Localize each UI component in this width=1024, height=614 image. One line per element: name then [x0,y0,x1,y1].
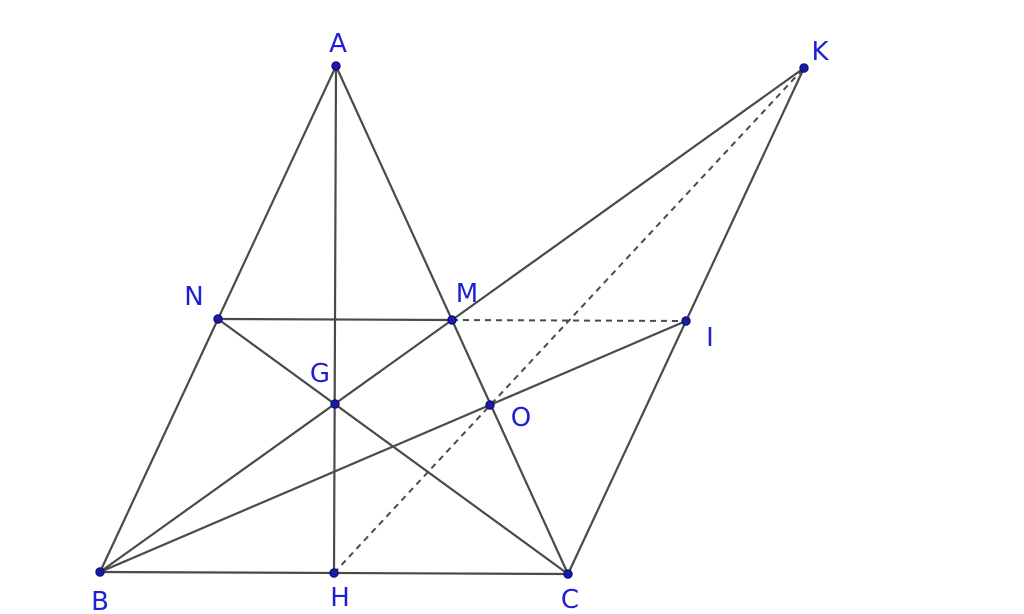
point-label-i: I [706,323,714,353]
segment-bi [98,319,688,574]
point-label-k: K [811,37,829,67]
point-label-c: C [561,585,579,614]
points-layer [95,61,809,579]
point-label-a: A [329,29,347,59]
segment-nm [216,317,454,322]
point-c [563,569,573,579]
point-b [95,567,105,577]
point-g [330,399,340,409]
point-label-o: O [511,403,531,433]
point-h [329,568,339,578]
point-a [331,61,341,71]
point-label-n: N [184,282,203,312]
point-label-g: G [310,359,330,389]
segment-hk [333,67,805,574]
point-label-m: M [456,279,478,309]
point-k [799,63,809,73]
point-n [213,314,223,324]
point-label-b: B [91,587,109,614]
point-label-h: H [330,583,350,613]
point-i [681,316,691,326]
point-o [485,400,495,410]
point-m [447,315,457,325]
labels-layer: A B C H N M G O I K [91,29,829,614]
